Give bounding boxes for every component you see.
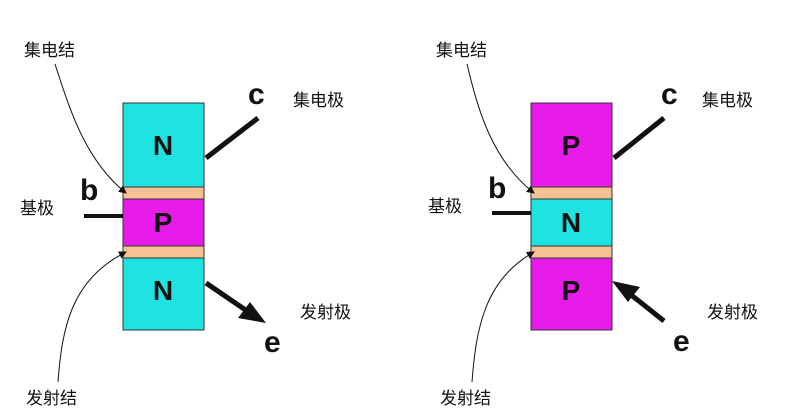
- pnp-emitter-junction-pointer: [471, 251, 535, 383]
- pnp-collector-terminal: c: [661, 78, 678, 111]
- npn-emitter-region: [122, 257, 205, 331]
- pnp-collector-label: 集电极: [702, 91, 753, 111]
- npn-collector-junction-label: 集电结: [24, 41, 75, 61]
- npn-collector-lead: [204, 116, 260, 160]
- pnp-base-label: 基极: [428, 197, 462, 217]
- pnp-base-type: N: [561, 207, 581, 238]
- npn-transistor: N P N c 集电极 b 基极 e 发射极 集电结 发射结: [20, 41, 351, 409]
- pnp-emitter-label: 发射极: [707, 303, 758, 323]
- pnp-emitter-terminal: e: [673, 325, 690, 358]
- npn-collector-junction: [122, 186, 205, 200]
- pnp-emitter-arrowhead: [612, 281, 640, 302]
- npn-collector-region: [122, 102, 205, 188]
- npn-emitter-terminal: e: [264, 326, 281, 359]
- pnp-collector-junction-label: 集电结: [436, 41, 487, 61]
- npn-base-region: [122, 198, 205, 247]
- pnp-collector-type: P: [562, 130, 581, 161]
- pnp-collector-lead: [612, 116, 666, 160]
- npn-collector-label: 集电极: [293, 91, 344, 111]
- npn-emitter-label: 发射极: [300, 303, 351, 323]
- npn-base-terminal: b: [80, 174, 98, 207]
- pnp-emitter-lead: [628, 292, 666, 323]
- npn-base-type: P: [154, 207, 173, 238]
- npn-emitter-arrowhead: [238, 302, 266, 323]
- pnp-emitter-region: [530, 257, 613, 331]
- npn-emitter-junction: [122, 245, 205, 259]
- pnp-transistor: P N P c 集电极 b 基极 e 发射极 集电结 发射结: [428, 41, 758, 409]
- pnp-collector-junction-pointer: [466, 63, 535, 194]
- npn-emitter-junction-pointer: [57, 251, 127, 383]
- npn-emitter-lead: [204, 280, 249, 314]
- pnp-collector-junction: [530, 186, 613, 200]
- npn-emitter-type: N: [153, 275, 173, 306]
- pnp-emitter-type: P: [562, 275, 581, 306]
- npn-emitter-junction-label: 发射结: [26, 389, 77, 409]
- npn-collector-junction-pointer: [54, 63, 127, 194]
- npn-collector-terminal: c: [248, 78, 265, 111]
- pnp-emitter-junction-label: 发射结: [440, 389, 491, 409]
- npn-base-label: 基极: [20, 199, 54, 219]
- npn-collector-type: N: [153, 130, 173, 161]
- pnp-base-terminal: b: [488, 172, 506, 205]
- pnp-emitter-junction: [530, 245, 613, 259]
